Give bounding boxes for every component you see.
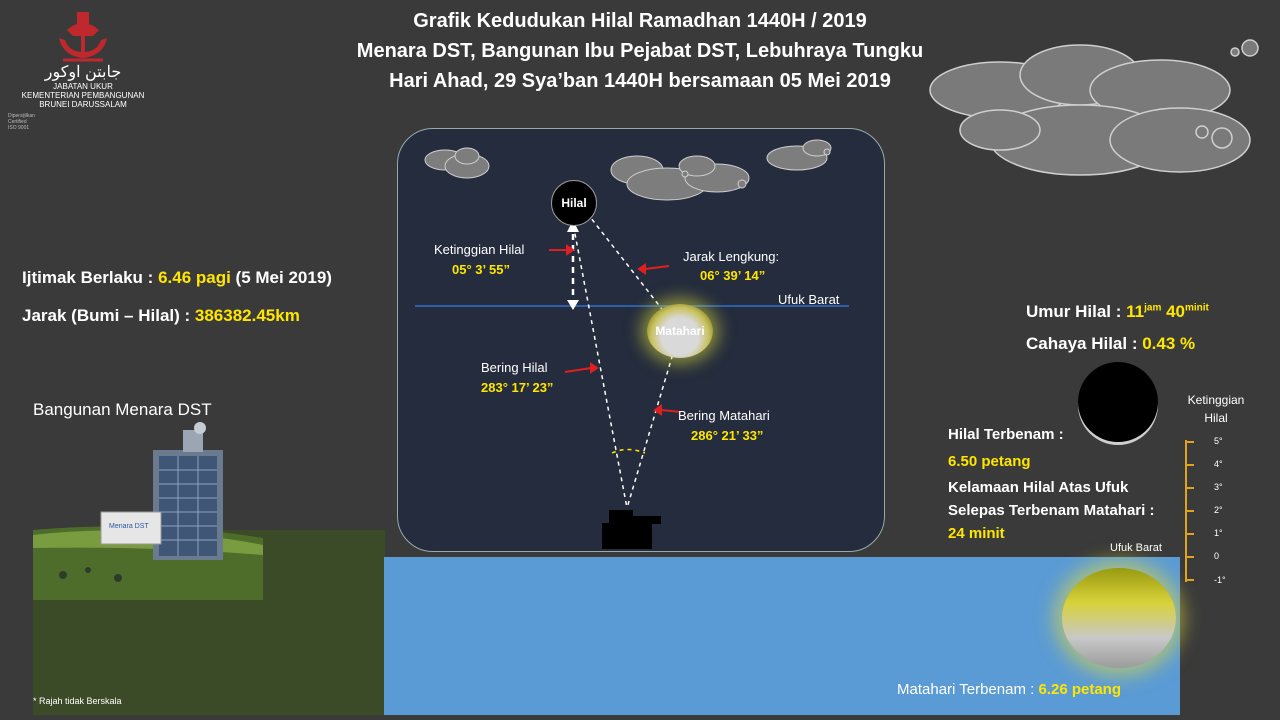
scale-tick-3: 3°	[1214, 482, 1223, 492]
matahari-label: Matahari	[655, 324, 705, 338]
title-line-3: Hari Ahad, 29 Sya’ban 1440H bersamaan 05…	[389, 70, 891, 92]
scale-tick-minus-1: -1°	[1214, 575, 1226, 585]
ketinggian-value: 05° 3’ 55”	[452, 262, 510, 277]
bering-matahari-value: 286° 21’ 33”	[691, 428, 764, 443]
sun: Matahari	[647, 304, 713, 358]
ufuk-barat-right: Ufuk Barat	[1110, 542, 1162, 554]
cert-line-2: Certified	[8, 119, 27, 125]
kelamaan-label-2: Selepas Terbenam Matahari :	[948, 502, 1155, 519]
umur-jam: 11	[1126, 302, 1145, 321]
bering-matahari-label: Bering Matahari	[678, 408, 770, 423]
umur-minit: 40	[1166, 302, 1185, 321]
scale-title-1: Ketinggian	[1187, 393, 1245, 407]
jarak-lengkung-label: Jarak Lengkung:	[683, 249, 780, 264]
logo-jawi-text: جابتن اوكور	[44, 64, 122, 81]
cahaya-label: Cahaya Hilal :	[1026, 334, 1143, 353]
scale-tick-5: 5°	[1214, 436, 1223, 446]
ketinggian-label: Ketinggian Hilal	[434, 242, 525, 257]
scale-tick-4: 4°	[1214, 459, 1223, 469]
matahari-terbenam-label: Matahari Terbenam :	[897, 681, 1039, 698]
decorative-clouds-icon	[929, 39, 1259, 176]
crescent-moon-icon	[1078, 362, 1158, 442]
bering-hilal-value: 283° 17’ 23”	[481, 380, 554, 395]
crest-icon	[59, 12, 107, 62]
horizon-water	[384, 557, 1180, 715]
bering-hilal-label: Bering Hilal	[481, 360, 548, 375]
jarak-lengkung-value: 06° 39’ 14”	[700, 268, 766, 283]
altitude-scale	[1185, 440, 1194, 582]
jarak-label: Jarak (Bumi – Hilal) :	[22, 306, 195, 325]
hilal-label: Hilal	[561, 196, 587, 210]
umur-label: Umur Hilal :	[1026, 302, 1127, 321]
ijtimak-date: (5 Mei 2019)	[230, 268, 332, 287]
logo-org-2: KEMENTERIAN PEMBANGUNAN	[21, 91, 145, 100]
scale-tick-2: 2°	[1214, 505, 1223, 515]
jarak-value: 386382.45km	[194, 306, 300, 325]
title-line-1: Grafik Kedudukan Hilal Ramadhan 1440H / …	[413, 10, 867, 32]
setting-sun	[1062, 568, 1176, 668]
logo-org-1: JABATAN UKUR	[53, 82, 113, 91]
cert-line-1: Dipersijilkan	[8, 113, 35, 119]
matahari-terbenam-value: 6.26 petang	[1038, 681, 1121, 698]
umur-jam-unit: jam	[1144, 302, 1162, 314]
building-illustration: Menara DST	[33, 422, 263, 600]
ijtimak-label: Ijtimak Berlaku :	[22, 268, 159, 287]
scale-tick-0: 0	[1214, 551, 1220, 561]
scale-note: * Rajah tidak Berskala	[33, 696, 122, 706]
kelamaan-value: 24 minit	[948, 525, 1005, 542]
umur-minit-unit: minit	[1185, 302, 1209, 314]
cahaya-value: 0.43 %	[1142, 334, 1196, 353]
scale-title-2: Hilal	[1204, 411, 1228, 425]
building-label: Bangunan Menara DST	[33, 400, 212, 419]
kelamaan-label-1: Kelamaan Hilal Atas Ufuk	[948, 479, 1129, 496]
ijtimak-value: 6.46 pagi	[158, 268, 231, 287]
scale-tick-1: 1°	[1214, 528, 1223, 538]
sky-panel	[397, 128, 885, 552]
ufuk-barat-label: Ufuk Barat	[778, 292, 840, 307]
title-line-2: Menara DST, Bangunan Ibu Pejabat DST, Le…	[356, 40, 924, 62]
terbenam-value: 6.50 petang	[948, 453, 1031, 470]
logo-org-3: BRUNEI DARUSSALAM	[39, 100, 127, 109]
sky-diagram	[415, 139, 849, 549]
hilal-moon: Hilal	[551, 180, 597, 226]
cert-line-3: ISO 9001	[8, 125, 30, 131]
building-sign-text: Menara DST	[109, 523, 149, 530]
terbenam-label: Hilal Terbenam :	[948, 426, 1064, 443]
department-logo: جابتن اوكور JABATAN UKUR KEMENTERIAN PEM…	[8, 8, 158, 131]
